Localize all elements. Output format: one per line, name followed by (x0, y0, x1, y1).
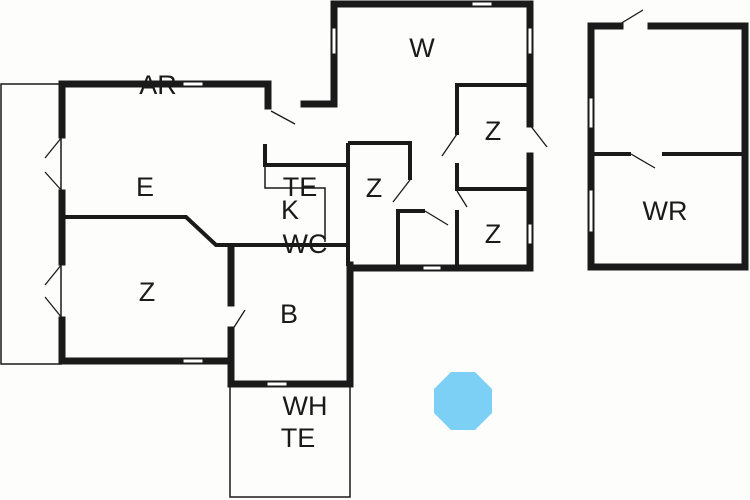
windows (182, 1, 594, 387)
room-label-wc: WC (283, 229, 328, 259)
room-label-z-middle: Z (366, 173, 383, 203)
room-label-b: B (280, 299, 298, 329)
room-label-w: W (409, 33, 435, 63)
room-label-z-left: Z (139, 277, 156, 307)
room-label-te-kitchen: TE (283, 172, 318, 202)
room-label-wh: WH (283, 391, 328, 421)
room-label-te-bottom: TE (281, 423, 316, 453)
room-label-k: K (281, 195, 299, 225)
room-label-z-bottom-right: Z (485, 219, 502, 249)
room-label-z-top-right: Z (485, 116, 502, 146)
room-label-wr: WR (643, 196, 688, 226)
octagon-marker (434, 372, 492, 430)
room-label-ar: AR (139, 70, 177, 100)
room-label-e: E (136, 172, 154, 202)
doors (44, 9, 656, 333)
